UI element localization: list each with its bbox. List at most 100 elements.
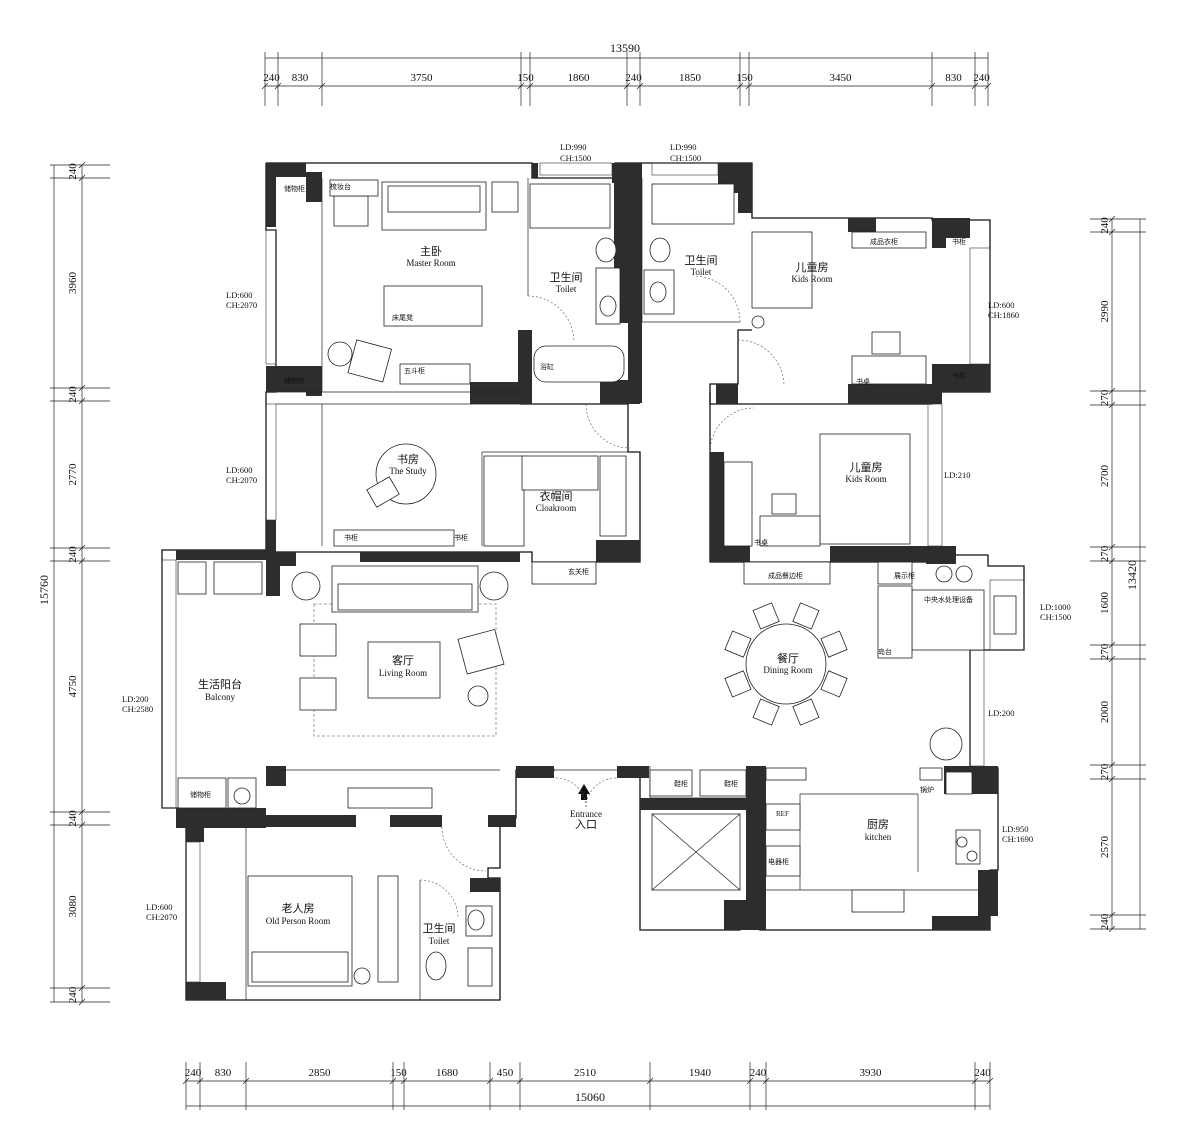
top-dim-segment-6: 240 xyxy=(625,72,642,84)
bottom-dim-segment-7: 2510 xyxy=(574,1067,597,1079)
toilet-right-window-ch: CH:1500 xyxy=(670,153,701,163)
balcony-window-ch: CH:2580 xyxy=(122,704,153,714)
bookcase-label-1: 书柜 xyxy=(952,237,966,246)
storage-label-2: 储物柜 xyxy=(284,376,305,385)
master-room-label-cn: 主卧 xyxy=(420,245,442,258)
balcony-label-en: Balcony xyxy=(205,692,235,702)
kids-mid-window-ld: LD:210 xyxy=(944,470,970,480)
bottom-dim-segment-8: 1940 xyxy=(689,1067,712,1079)
wall-blocks xyxy=(176,163,998,1000)
kitchen-label-cn: 厨房 xyxy=(867,818,889,831)
living-room-label-cn: 客厅 xyxy=(392,653,414,667)
toilet-right-label-en: Toilet xyxy=(691,267,712,277)
kitchen-window-ld: LD:950 xyxy=(1002,824,1028,834)
top-dim-segment-5: 1860 xyxy=(568,72,591,84)
old-room-window-ch: CH:2070 xyxy=(146,912,177,922)
storage-label-1: 储物柜 xyxy=(284,184,305,193)
top-dim-segment-11: 240 xyxy=(973,72,990,84)
dining-chair xyxy=(820,670,848,698)
master-window-ld: LD:600 xyxy=(226,290,252,300)
study-label-en: The Study xyxy=(389,466,427,476)
partitions xyxy=(245,178,978,1000)
old-room-label-cn: 老人房 xyxy=(282,902,315,915)
hall-cabinet-label: 玄关柜 xyxy=(568,567,589,576)
bottom-dim-segment-6: 450 xyxy=(497,1067,514,1079)
living-room-label-en: Living Room xyxy=(379,668,427,678)
old-room-window-ld: LD:600 xyxy=(146,902,172,912)
top-dim-segment-8: 150 xyxy=(736,72,753,84)
toilet-left-label-en: Toilet xyxy=(556,284,577,294)
bottom-dim-segment-4: 150 xyxy=(390,1067,407,1079)
left-dim-segment-1: 240 xyxy=(67,163,79,180)
kitchen-window-ch: CH:1690 xyxy=(1002,834,1033,844)
kids-mid-label-cn: 儿童房 xyxy=(850,460,883,474)
toilet-left-label-cn: 卫生间 xyxy=(550,270,583,284)
dining-room-label-en: Dining Room xyxy=(763,665,812,675)
right-dim-segment-4: 2700 xyxy=(1099,465,1111,488)
bottom-dim-segment-9: 240 xyxy=(750,1067,767,1079)
top-dim-segment-7: 1850 xyxy=(679,72,702,84)
chest-label: 五斗柜 xyxy=(404,366,425,375)
entrance-label-cn: 入口 xyxy=(575,819,597,831)
balcony-window-ld: LD:200 xyxy=(122,694,148,704)
right-dim-segment-3: 270 xyxy=(1099,389,1111,406)
bottom-dim-segment-10: 3930 xyxy=(860,1067,883,1079)
kids-top-window-ch: CH:1860 xyxy=(988,310,1019,320)
balcony-label-cn: 生活阳台 xyxy=(198,677,242,691)
right-total-dimension: 13420 xyxy=(1125,560,1139,590)
top-dim-segment-10: 830 xyxy=(945,72,962,84)
room-labels: 主卧 Master Room 卫生间 Toilet 卫生间 Toilet 儿童房… xyxy=(198,245,892,946)
kids-top-label-en: Kids Room xyxy=(791,274,832,284)
bottom-total-dimension: 15060 xyxy=(575,1090,605,1104)
entrance-label-en: Entrance xyxy=(570,809,602,819)
study-window-ch: CH:2070 xyxy=(226,475,257,485)
master-window-ch: CH:2070 xyxy=(226,300,257,310)
furniture-labels: 储物柜 储物柜 梳妆台 床尾凳 五斗柜 浴缸 成品衣柜 书柜 书柜 书桌 书柜 … xyxy=(190,182,973,866)
kids-top-label-cn: 儿童房 xyxy=(796,260,829,274)
bottom-dim-segment-5: 1680 xyxy=(436,1067,459,1079)
dining-chair xyxy=(820,630,848,658)
right-dim-segment-6: 1600 xyxy=(1099,592,1111,615)
window-notes: LD:600 CH:2070 LD:600 CH:2070 LD:990 CH:… xyxy=(122,142,1071,922)
toilet-right-label-cn: 卫生间 xyxy=(685,253,718,267)
right-dim-segment-8: 2000 xyxy=(1099,701,1111,724)
bottom-dim-segment-11: 240 xyxy=(974,1067,991,1079)
shoe-cabinet-label-2: 鞋柜 xyxy=(724,779,738,788)
top-dim-segment-1: 240 xyxy=(263,72,280,84)
display-cabinet-label: 展示柜 xyxy=(894,571,915,580)
right-dim-segment-11: 240 xyxy=(1099,913,1111,930)
bottom-dim-segment-2: 830 xyxy=(215,1067,232,1079)
toilet-bottom-label-cn: 卫生间 xyxy=(423,921,456,935)
study-shelf-label-2: 书柜 xyxy=(454,533,468,542)
kids-top-window-ld: LD:600 xyxy=(988,300,1014,310)
shoe-cabinet-label-1: 鞋柜 xyxy=(674,779,688,788)
dresser-label: 梳妆台 xyxy=(330,182,351,191)
top-dim-segment-9: 3450 xyxy=(830,72,853,84)
dining-chair xyxy=(752,602,780,630)
left-dim-segment-5: 240 xyxy=(67,546,79,563)
bottom-dim-segment-1: 240 xyxy=(185,1067,202,1079)
left-dim-segment-8: 3080 xyxy=(67,895,79,918)
dining-top-window-ch: CH:1500 xyxy=(1040,612,1071,622)
kids-desk-label: 书桌 xyxy=(754,538,768,547)
dining-chair xyxy=(724,630,752,658)
left-dim-segment-2: 3960 xyxy=(67,272,79,295)
master-room-label-en: Master Room xyxy=(406,258,455,268)
left-dim-segment-4: 2770 xyxy=(67,463,79,486)
left-total-dimension: 15760 xyxy=(37,575,51,605)
dining-top-window-ld: LD:1000 xyxy=(1040,602,1071,612)
right-dim-segment-2: 2990 xyxy=(1099,300,1111,323)
left-dim-segment-9: 240 xyxy=(67,986,79,1003)
dining-chair xyxy=(792,602,820,630)
right-dim-segment-9: 270 xyxy=(1099,763,1111,780)
cloakroom-label-cn: 衣帽间 xyxy=(540,489,573,503)
bookcase-label-2: 书柜 xyxy=(952,371,966,380)
right-dim-segment-7: 270 xyxy=(1099,643,1111,660)
water-system-label: 中央水处理设备 xyxy=(924,595,973,604)
fridge-label: REF xyxy=(776,810,789,818)
toilet-right-window-ld: LD:990 xyxy=(670,142,696,152)
